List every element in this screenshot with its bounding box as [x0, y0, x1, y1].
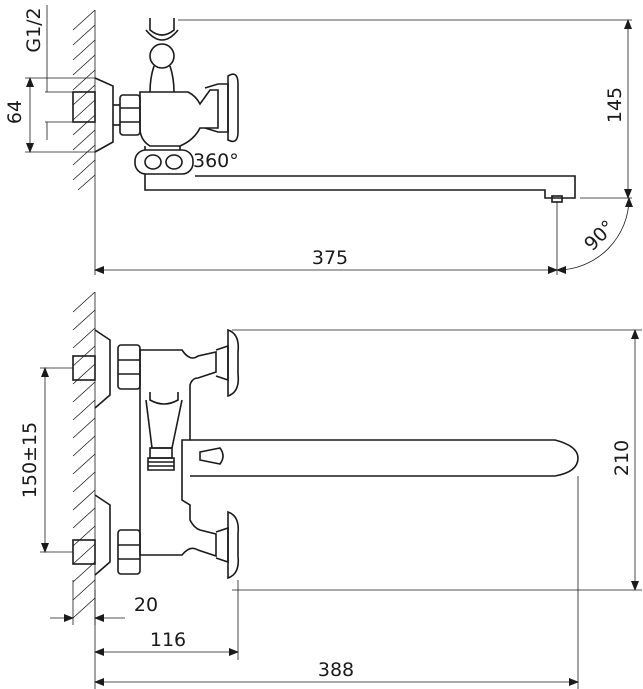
total-height-label: 210 [611, 440, 633, 476]
mixer-body-front [139, 349, 217, 558]
diverter-knob [199, 447, 224, 465]
hex-nut-top [113, 94, 141, 136]
outlet-height-label: 145 [604, 87, 626, 123]
handle-lower [215, 510, 240, 580]
shower-holder-top [145, 18, 179, 93]
wall-hatching-bottom [72, 291, 96, 625]
spout-length-bottom-label: 388 [318, 659, 354, 681]
spout-front [190, 439, 579, 477]
inlet-pipe [72, 91, 96, 123]
aerator-top [551, 195, 563, 203]
side-view: G1/2 64 145 360° 375 90° [4, 5, 633, 275]
front-view: 150±15 210 20 116 388 [19, 291, 642, 689]
wall-hatching-top [72, 9, 96, 191]
handle-upper [215, 328, 240, 398]
mixer-body [139, 89, 219, 147]
spout-top [144, 174, 576, 199]
escutcheon [94, 77, 114, 153]
center-distance-label: 150±15 [19, 422, 41, 498]
inlet-height-label: 64 [4, 100, 26, 124]
thread-label: G1/2 [23, 7, 45, 52]
offset-mid-label: 116 [150, 629, 186, 651]
swivel-ring [134, 146, 194, 175]
lower-inlet [72, 494, 141, 576]
shower-holder-front [145, 392, 183, 471]
offset-small-label: 20 [134, 594, 158, 616]
handle-top [204, 73, 239, 143]
spout-angle-label: 90° [580, 216, 619, 255]
spout-length-top-label: 375 [312, 247, 348, 269]
upper-inlet [72, 329, 141, 409]
rotation-label: 360° [193, 150, 239, 172]
